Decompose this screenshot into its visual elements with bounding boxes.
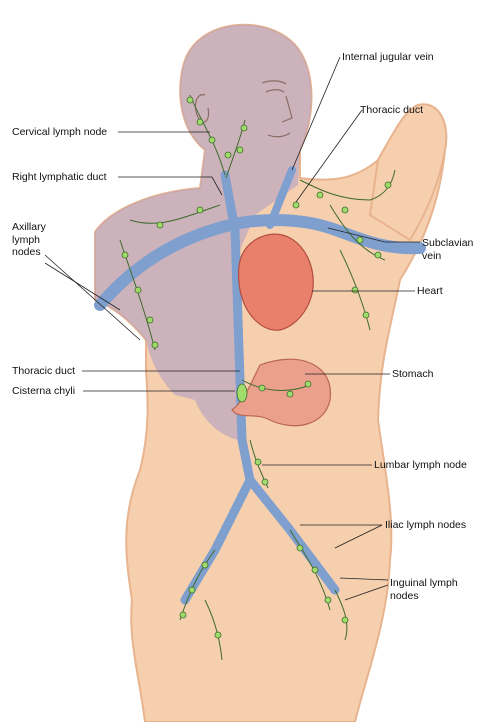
label-internal-jugular-vein: Internal jugular vein (342, 51, 434, 64)
raised-arm (370, 104, 446, 240)
label-thoracic-duct-top: Thoracic duct (360, 104, 423, 117)
label-cervical-lymph-node: Cervical lymph node (12, 126, 107, 139)
label-heart: Heart (417, 285, 443, 298)
cisterna-chyli-structure (237, 384, 247, 402)
label-axillary-lymph-nodes: Axillary lymph nodes (12, 221, 46, 259)
label-right-lymphatic-duct: Right lymphatic duct (12, 171, 107, 184)
label-stomach: Stomach (392, 368, 433, 381)
label-cisterna-chyli: Cisterna chyli (12, 385, 75, 398)
label-thoracic-duct-mid: Thoracic duct (12, 365, 75, 378)
label-iliac-lymph-nodes: Iliac lymph nodes (385, 519, 466, 532)
label-lumbar-lymph-node: Lumbar lymph node (374, 459, 467, 472)
label-subclavian-vein: Subclavian vein (422, 237, 473, 262)
label-inguinal-lymph-nodes: Inguinal lymph nodes (390, 577, 458, 602)
